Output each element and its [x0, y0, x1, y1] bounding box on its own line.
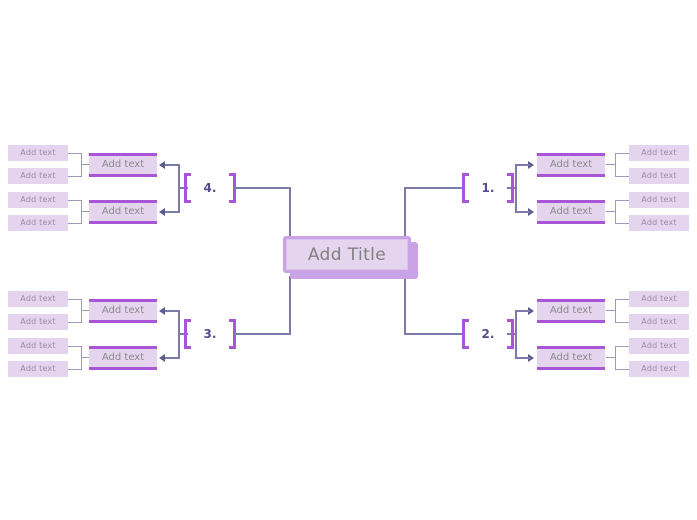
- leaf-box[interactable]: Add text: [629, 291, 689, 307]
- leaf-connector: [81, 357, 91, 358]
- leaf-connector: [81, 200, 82, 224]
- page-title: Add Title: [307, 244, 387, 265]
- leaf-connector: [81, 310, 91, 311]
- branch-connector: [165, 310, 180, 312]
- branch-connector: [515, 211, 530, 213]
- leaf-connector: [606, 310, 616, 311]
- leaf-connector: [68, 346, 82, 347]
- leaf-connector: [615, 346, 616, 370]
- bracket-left-icon: [462, 173, 469, 203]
- branch-connector: [178, 187, 188, 189]
- mid-box[interactable]: Add text: [537, 200, 605, 224]
- mid-box[interactable]: Add text: [89, 153, 157, 177]
- leaf-connector: [615, 200, 629, 201]
- mid-box[interactable]: Add text: [537, 346, 605, 370]
- bracket-right-icon: [507, 173, 514, 203]
- center-connector: [233, 187, 291, 189]
- branch-connector: [178, 333, 188, 335]
- leaf-connector: [615, 369, 629, 370]
- leaf-connector: [81, 211, 91, 212]
- arrow-icon: [528, 208, 534, 216]
- arrow-icon: [528, 354, 534, 362]
- mid-box[interactable]: Add text: [89, 200, 157, 224]
- branch-number: 3.: [203, 327, 217, 341]
- leaf-connector: [68, 153, 82, 154]
- leaf-connector: [615, 299, 629, 300]
- center-connector: [404, 333, 462, 335]
- arrow-icon: [528, 307, 534, 315]
- leaf-box[interactable]: Add text: [8, 314, 68, 330]
- leaf-connector: [68, 369, 82, 370]
- branch-connector: [515, 164, 530, 166]
- leaf-box[interactable]: Add text: [8, 168, 68, 184]
- leaf-box[interactable]: Add text: [8, 291, 68, 307]
- leaf-connector: [81, 153, 82, 177]
- leaf-box[interactable]: Add text: [629, 314, 689, 330]
- leaf-connector: [615, 153, 629, 154]
- arrow-icon: [159, 307, 165, 315]
- leaf-connector: [81, 346, 82, 370]
- leaf-connector: [68, 176, 82, 177]
- center-connector: [233, 333, 291, 335]
- leaf-box[interactable]: Add text: [8, 361, 68, 377]
- branch-number: 4.: [203, 181, 217, 195]
- leaf-box[interactable]: Add text: [8, 338, 68, 354]
- branch-bracket-1[interactable]: 1.: [462, 173, 514, 203]
- leaf-connector: [81, 164, 91, 165]
- branch-number: 2.: [481, 327, 495, 341]
- center-node[interactable]: Add Title: [283, 236, 411, 273]
- branch-connector: [165, 357, 180, 359]
- leaf-box[interactable]: Add text: [8, 215, 68, 231]
- leaf-box[interactable]: Add text: [629, 145, 689, 161]
- branch-connector: [165, 211, 180, 213]
- arrow-icon: [528, 161, 534, 169]
- branch-bracket-4[interactable]: 4.: [184, 173, 236, 203]
- mid-box[interactable]: Add text: [537, 153, 605, 177]
- center-connector: [289, 187, 291, 239]
- leaf-box[interactable]: Add text: [629, 168, 689, 184]
- bracket-left-icon: [184, 319, 191, 349]
- bracket-right-icon: [507, 319, 514, 349]
- bracket-left-icon: [462, 319, 469, 349]
- mid-box[interactable]: Add text: [89, 299, 157, 323]
- leaf-box[interactable]: Add text: [8, 145, 68, 161]
- leaf-box[interactable]: Add text: [629, 338, 689, 354]
- arrow-icon: [159, 161, 165, 169]
- leaf-box[interactable]: Add text: [629, 361, 689, 377]
- mid-box[interactable]: Add text: [537, 299, 605, 323]
- leaf-connector: [615, 200, 616, 224]
- leaf-connector: [606, 357, 616, 358]
- branch-number: 1.: [481, 181, 495, 195]
- center-connector: [404, 187, 406, 239]
- branch-bracket-3[interactable]: 3.: [184, 319, 236, 349]
- leaf-box[interactable]: Add text: [629, 192, 689, 208]
- leaf-connector: [606, 211, 616, 212]
- branch-bracket-2[interactable]: 2.: [462, 319, 514, 349]
- branch-connector: [515, 310, 530, 312]
- leaf-connector: [615, 322, 629, 323]
- leaf-connector: [615, 176, 629, 177]
- leaf-box[interactable]: Add text: [629, 215, 689, 231]
- center-node-inner: Add Title: [286, 239, 408, 270]
- arrow-icon: [159, 354, 165, 362]
- leaf-connector: [81, 299, 82, 323]
- leaf-box[interactable]: Add text: [8, 192, 68, 208]
- leaf-connector: [68, 322, 82, 323]
- leaf-connector: [615, 153, 616, 177]
- arrow-icon: [159, 208, 165, 216]
- mid-box[interactable]: Add text: [89, 346, 157, 370]
- leaf-connector: [615, 299, 616, 323]
- leaf-connector: [606, 164, 616, 165]
- bracket-left-icon: [184, 173, 191, 203]
- leaf-connector: [615, 346, 629, 347]
- leaf-connector: [68, 299, 82, 300]
- branch-connector: [165, 164, 180, 166]
- center-connector: [289, 276, 291, 335]
- branch-connector: [515, 357, 530, 359]
- leaf-connector: [615, 223, 629, 224]
- center-connector: [404, 187, 462, 189]
- leaf-connector: [68, 223, 82, 224]
- center-connector: [404, 276, 406, 335]
- leaf-connector: [68, 200, 82, 201]
